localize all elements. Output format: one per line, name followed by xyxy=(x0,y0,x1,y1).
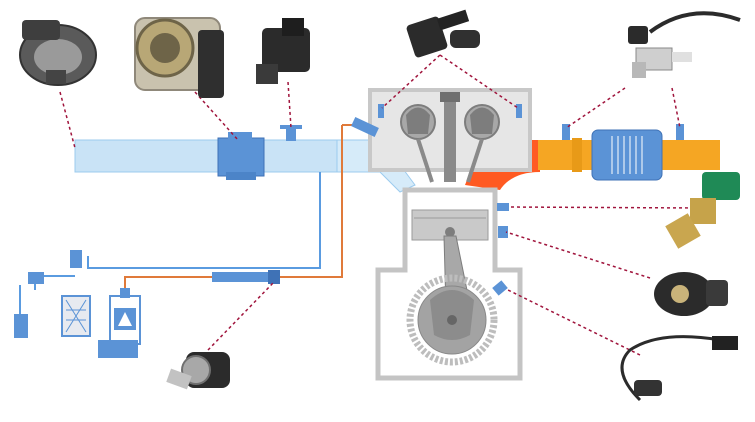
mass-airflow-sensor-photo xyxy=(19,20,97,86)
crank-sensor-icon xyxy=(620,335,738,402)
fuel-injector xyxy=(351,116,379,138)
leader-map xyxy=(287,81,292,129)
crank-sensor-port xyxy=(492,280,508,296)
exhaust-cam-lobe xyxy=(470,107,494,134)
engine-block xyxy=(351,88,532,381)
fuel-inlet-cap xyxy=(14,314,28,338)
coolant-temp-sensor-photo xyxy=(665,172,740,249)
map-stub xyxy=(286,128,296,141)
knock-sensor-icon xyxy=(654,272,728,316)
spark-plug-top xyxy=(440,92,460,102)
pump-regulator xyxy=(70,250,82,268)
intake-duct xyxy=(74,125,416,193)
o2-sensor-upstream-stub xyxy=(562,124,570,140)
leader-cam-right xyxy=(439,54,519,109)
pump-warning-icon xyxy=(118,312,132,326)
knock-sensor-port xyxy=(498,226,508,238)
leader-cam-left xyxy=(381,54,441,109)
pipe-joint xyxy=(572,138,582,172)
tank-cap xyxy=(120,288,130,298)
leader-maf xyxy=(59,91,76,149)
cam-sensor-port-left xyxy=(378,104,384,118)
crank-center xyxy=(447,315,457,325)
filter-mesh xyxy=(65,299,87,333)
spark-plug xyxy=(444,96,456,182)
coolant-sensor-icon xyxy=(665,172,740,249)
oxygen-sensor-icon xyxy=(628,11,741,78)
crankshaft-sensor-photo xyxy=(620,335,738,402)
throttle-body-icon xyxy=(134,17,224,98)
fuel-pressure-sensor-icon xyxy=(166,352,230,390)
fuel-tank-base xyxy=(98,340,138,358)
leader-o2-upstream xyxy=(565,87,626,129)
leader-knock xyxy=(505,231,651,279)
camshaft-sensor-photo xyxy=(406,9,480,58)
fuel-return-line xyxy=(87,172,321,269)
leader-fuel-pressure xyxy=(207,281,275,351)
wrist-pin xyxy=(445,227,455,237)
throttle-foot xyxy=(226,172,256,180)
leader-lines xyxy=(59,54,701,356)
map-stub-top xyxy=(280,125,302,129)
map-sensor-icon xyxy=(256,18,310,84)
catalytic-converter xyxy=(591,129,663,181)
converter-ribs xyxy=(611,136,643,174)
pressure-valve xyxy=(28,272,44,284)
throttle-block xyxy=(217,137,265,177)
throttle-cap xyxy=(228,132,252,140)
intake-cam-lobe xyxy=(406,107,430,134)
exhaust-system xyxy=(465,124,720,190)
fuel-rail xyxy=(212,272,272,282)
camshaft-sensor-icon xyxy=(406,9,480,58)
o2-sensor-downstream-stub xyxy=(676,124,684,140)
intake-valve xyxy=(416,138,434,183)
rail-sensor-port xyxy=(268,270,280,284)
leader-o2-downstream xyxy=(671,87,681,129)
leader-throttle xyxy=(194,91,239,141)
intake-pipe-left xyxy=(74,139,226,173)
throttle-body-photo xyxy=(134,17,224,98)
fuel-pump-assembly xyxy=(14,250,141,358)
exhaust-valve xyxy=(466,138,484,183)
crank-tone-wheel xyxy=(406,274,498,366)
fuel-pressure-sensor-photo xyxy=(166,352,230,390)
maf-sensor-icon xyxy=(19,20,97,86)
coolant-sensor-port xyxy=(497,203,509,211)
cam-sensor-port-right xyxy=(516,104,522,118)
map-sensor-photo xyxy=(256,18,310,84)
knock-sensor-photo xyxy=(654,272,728,316)
intake-pipe-mid xyxy=(261,139,338,173)
oxygen-sensor-photo xyxy=(628,11,741,78)
leader-crank xyxy=(507,289,641,356)
leader-coolant xyxy=(507,206,701,209)
